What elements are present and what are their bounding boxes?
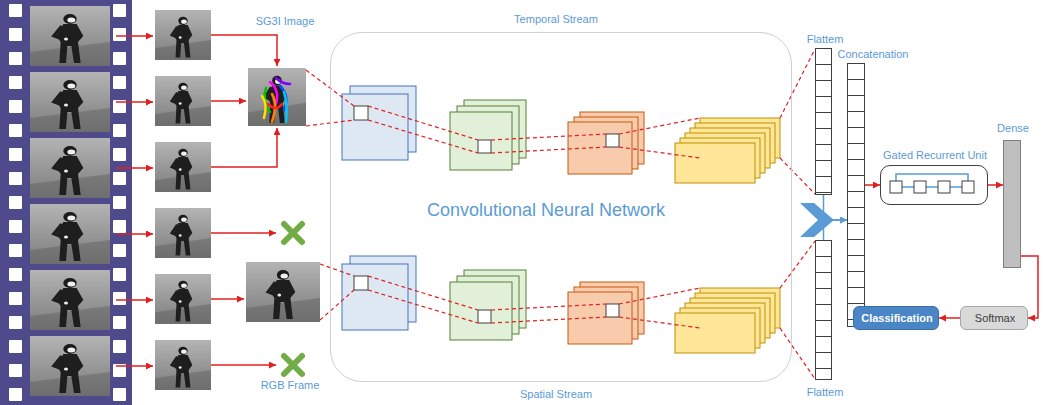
node-label: Convolutional Neural Network: [427, 200, 665, 222]
flatten-vector: Flattem: [815, 48, 832, 195]
node-label: Softmax: [975, 312, 1015, 325]
feature-maps: [342, 256, 780, 353]
image-box: SG3I Image: [248, 68, 306, 126]
film-strip: [0, 0, 132, 405]
flatten-vector: Flattem: [815, 240, 832, 380]
softmax-box: Softmax: [960, 306, 1028, 330]
node-label: Classification: [861, 312, 933, 325]
flow-arrow: [939, 317, 960, 319]
node-label: Spatial Stream: [520, 388, 592, 401]
flow-arrow: [988, 184, 1003, 186]
node-label: Dense: [997, 122, 1029, 135]
flow-arrow: [824, 220, 848, 240]
image-box: RGB Frame: [246, 262, 320, 322]
node-label: Flattem: [807, 386, 844, 399]
concat-vector: Concatenation: [847, 63, 865, 327]
cnn-region: Temporal StreamConvolutional Neural Netw…: [330, 32, 792, 382]
node-label: Concatenation: [838, 48, 909, 61]
node-label: RGB Frame: [261, 379, 320, 392]
feature-maps: [342, 86, 780, 183]
dense-layer: Dense: [1003, 140, 1021, 268]
gru-box: Gated Recurrent Unit: [880, 165, 988, 205]
class-box: Classification: [853, 306, 939, 330]
node-label: SG3I Image: [256, 15, 315, 28]
node-label: Temporal Stream: [514, 13, 598, 26]
flow-arrow: [865, 184, 880, 186]
node-label: Gated Recurrent Unit: [883, 149, 987, 162]
sg3i-image: [248, 68, 306, 126]
rgb-image: [246, 262, 320, 322]
projection-lines: [306, 49, 815, 379]
node-label: Flattem: [807, 33, 844, 46]
gru-cells: [890, 174, 974, 193]
flow-arrow: [824, 195, 848, 220]
video-frames: [155, 10, 211, 390]
